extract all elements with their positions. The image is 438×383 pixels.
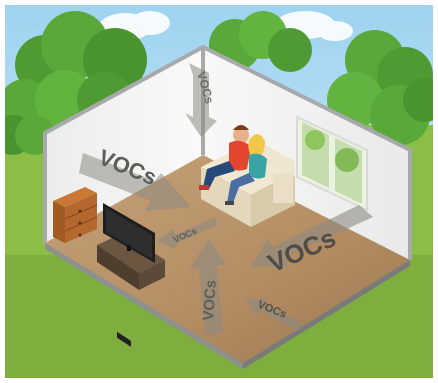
room-svg: VOCs VOCs VOCs VOCs VOCs VOCs [5,5,433,378]
voc-label-center-up: VOCs [200,279,220,321]
room-illustration: VOCs VOCs VOCs VOCs VOCs VOCs [5,5,433,378]
